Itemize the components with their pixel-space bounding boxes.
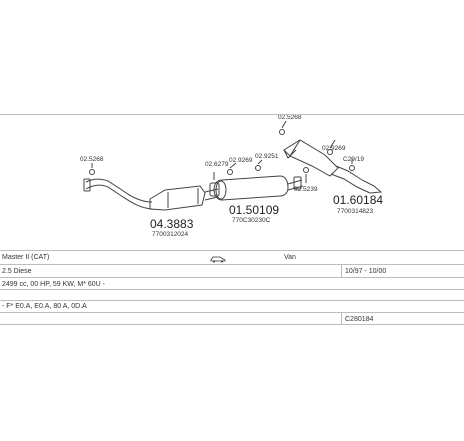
production-years: 10/97 - 10/00 <box>345 268 387 275</box>
hanger-4 <box>279 129 285 135</box>
table-top-line <box>0 250 464 251</box>
hanger-3 <box>303 167 309 173</box>
part-label: 02.5268 <box>278 114 302 121</box>
table-row-divider <box>0 289 464 290</box>
body-type: Van <box>284 254 296 261</box>
vehicle-model: Master II (CAT) <box>2 254 50 261</box>
table-row-divider <box>0 277 464 278</box>
front-flange <box>83 178 91 192</box>
part-label: 02.5239 <box>294 186 318 193</box>
table-row-divider <box>0 264 464 265</box>
part-label: 02.9269 <box>229 157 253 164</box>
engine-codes: - F* E0.A, E0.A, 80 A, 0D.A <box>2 303 87 310</box>
clamp-1 <box>89 169 95 175</box>
part-label: 02.9269 <box>322 145 346 152</box>
table-row-divider <box>0 312 464 313</box>
table-col-divider <box>341 312 342 324</box>
tailpipe <box>330 165 375 194</box>
engine-specs: 2499 cc, 00 HP, 59 KW, M* 60U - <box>2 281 105 288</box>
rear-silencer <box>283 139 339 177</box>
table-row-divider <box>0 300 464 301</box>
exhaust-system-diagram: 02.5268 04.3883 7700312024 02.6279 02.92… <box>80 114 383 238</box>
table-bottom-line <box>0 324 464 325</box>
part-number[interactable]: 01.60184 <box>333 193 383 207</box>
front-pipe-lower <box>85 184 153 210</box>
oem-number: 7700312024 <box>152 231 189 238</box>
hanger-6 <box>349 165 355 171</box>
part-number[interactable]: 04.3883 <box>150 217 194 231</box>
hanger-2 <box>255 165 261 171</box>
part-label: 02.9251 <box>255 153 279 160</box>
catalog-code: C280184 <box>345 316 374 323</box>
car-icon <box>210 256 226 263</box>
front-pipe <box>85 178 153 203</box>
frame-top-line <box>0 114 464 115</box>
engine: 2.5 Diese <box>2 268 32 275</box>
oem-number: 770C30230C <box>232 217 271 224</box>
part-label: 02.5268 <box>80 156 104 163</box>
part-number[interactable]: 01.50109 <box>229 203 279 217</box>
center-silencer <box>213 175 289 201</box>
part-label: 02.6279 <box>205 161 229 168</box>
table-col-divider <box>341 264 342 277</box>
hanger-5 <box>327 149 333 155</box>
hanger-1 <box>227 169 233 175</box>
part-label: C29/19 <box>343 156 364 163</box>
oem-number: 7700314823 <box>337 208 374 215</box>
catalytic-converter <box>149 185 206 211</box>
